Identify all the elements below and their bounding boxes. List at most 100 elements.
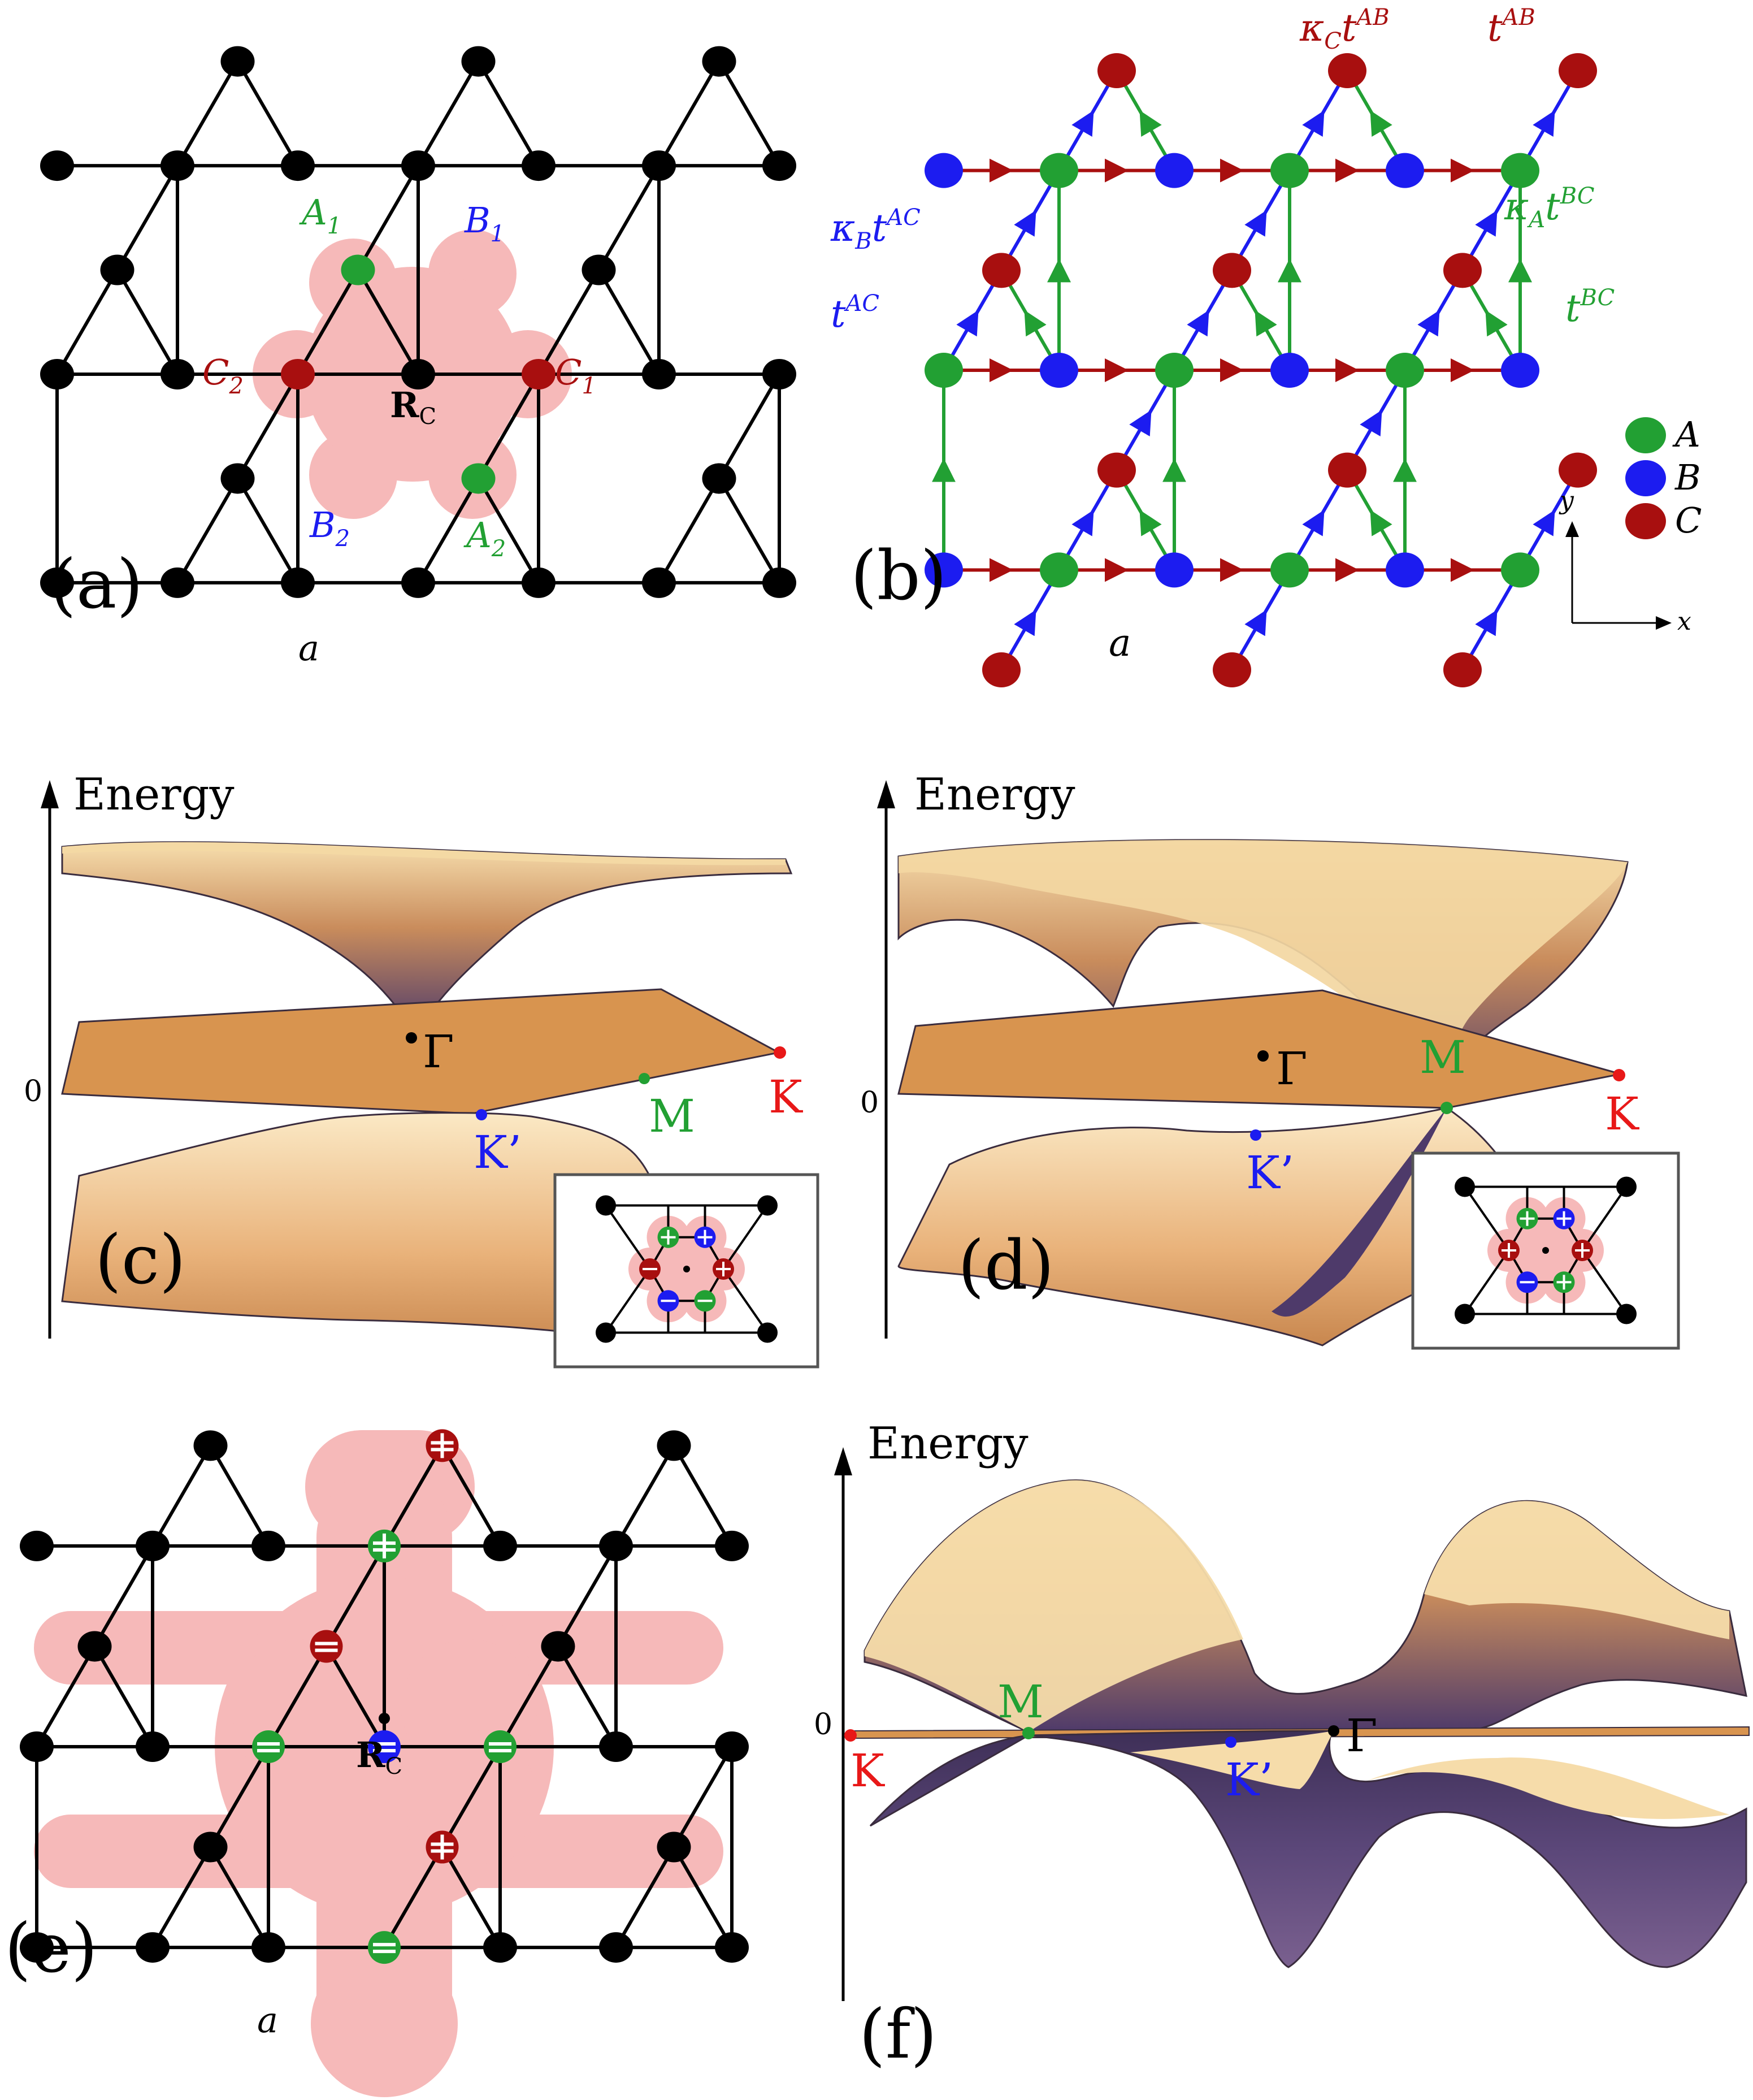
- lattice-site: [1616, 1304, 1637, 1324]
- bond: [356, 164, 420, 271]
- bond: [356, 269, 420, 375]
- lattice-site-A: [1270, 552, 1309, 588]
- bond: [556, 1545, 618, 1647]
- wannier-site-C: [426, 1830, 459, 1864]
- label-A2: A: [463, 514, 492, 556]
- lattice-site: [341, 254, 375, 285]
- point-M: M: [1420, 1031, 1466, 1084]
- inset-site: [694, 1290, 716, 1312]
- lattice-site-B: [1386, 552, 1424, 588]
- lattice-site: [642, 150, 676, 181]
- energy-label: Energy: [73, 769, 235, 820]
- lattice-site: [702, 46, 736, 77]
- high-symmetry-points: Γ K M K’: [406, 1025, 803, 1179]
- lattice-site: [522, 150, 556, 181]
- center-dot: [379, 1713, 390, 1724]
- lattice-site: [136, 1731, 170, 1762]
- lattice-site-C: [1328, 53, 1366, 88]
- inset-d: [1411, 1151, 1680, 1350]
- bond: [717, 60, 781, 167]
- panel-tag-e: (e): [5, 1910, 98, 1988]
- lattice-constant-label: a: [298, 627, 319, 669]
- lattice-site-A: [1501, 552, 1539, 588]
- lattice-site-C: [1097, 452, 1136, 488]
- lattice-site: [20, 1932, 54, 1963]
- energy-axis-arrow: [877, 780, 895, 808]
- bond: [556, 1645, 618, 1748]
- bond: [324, 1545, 386, 1647]
- lattice-site: [715, 1731, 749, 1762]
- bond: [151, 1444, 212, 1547]
- bond: [476, 373, 540, 479]
- bond: [476, 477, 540, 584]
- point-K: K: [769, 1071, 803, 1123]
- label-A2-sub: 2: [491, 536, 506, 562]
- bond: [115, 269, 179, 375]
- lattice-site: [20, 1731, 54, 1762]
- lattice-site: [483, 1932, 517, 1963]
- panel-b: κCtAB tAB κBtAC tAC κAtBC tBC a A B C y …: [830, 5, 1702, 688]
- lattice-site: [657, 1430, 691, 1461]
- bond: [657, 477, 721, 584]
- zero-label: 0: [860, 1086, 879, 1120]
- lattice-site: [1616, 1176, 1637, 1197]
- point-Gamma: Γ: [1346, 1709, 1378, 1762]
- lattice-site: [599, 1530, 633, 1561]
- point-Kp: K’: [1225, 1753, 1273, 1806]
- center-dot: [683, 1266, 690, 1272]
- lattice-site-C: [1559, 53, 1597, 88]
- legend: A B C: [1625, 414, 1702, 541]
- panel-e: RC a (e): [5, 1429, 749, 2097]
- inset-c: [553, 1173, 819, 1369]
- legend-label-A: A: [1672, 414, 1700, 455]
- lattice-site: [715, 1530, 749, 1561]
- bond: [614, 1444, 676, 1547]
- bond: [672, 1746, 734, 1848]
- lattice-site-B: [1386, 153, 1424, 188]
- lattice-site-B: [1155, 153, 1194, 188]
- label-B1: B: [464, 200, 491, 241]
- lattice-site: [160, 567, 194, 598]
- bond: [93, 1645, 154, 1748]
- bond: [672, 1444, 734, 1547]
- svg-text:A1: A1: [299, 192, 341, 239]
- bond: [209, 1746, 270, 1848]
- lattice-site-C: [982, 253, 1021, 288]
- bond: [498, 1645, 560, 1748]
- lattice-site: [193, 1831, 228, 1863]
- legend-label-C: C: [1675, 500, 1702, 541]
- lattice-site: [193, 1430, 228, 1461]
- bond: [416, 477, 480, 584]
- lattice-site-B: [1270, 353, 1309, 388]
- panel-c: Energy 0 Γ K M K’ (c): [24, 769, 819, 1369]
- svg-text:A2: A2: [463, 514, 506, 562]
- lattice-site: [40, 359, 74, 389]
- lattice-site: [757, 1195, 778, 1216]
- bond: [416, 60, 480, 167]
- lattice-site: [1455, 1176, 1475, 1197]
- hop-kB-tAC: κBtAC: [830, 205, 921, 254]
- svg-text:RC: RC: [390, 384, 436, 430]
- inset-site: [1498, 1240, 1520, 1261]
- label-B2-sub: 2: [335, 526, 350, 552]
- bond: [476, 60, 540, 167]
- lattice-site-A: [1386, 353, 1424, 388]
- high-symmetry-points: Γ K M K’: [1246, 1031, 1639, 1199]
- center-dot: [413, 363, 424, 374]
- lattice-site: [483, 1530, 517, 1561]
- lattice-site: [401, 150, 435, 181]
- point-M: M: [649, 1090, 695, 1142]
- inset-site: [1572, 1240, 1593, 1261]
- label-C2: C: [202, 352, 229, 393]
- lattice-site: [599, 1932, 633, 1963]
- lattice-site-C: [1213, 253, 1251, 288]
- wannier-site-A: [484, 1730, 517, 1763]
- inset-site: [1516, 1271, 1538, 1293]
- label-B2: B: [309, 504, 336, 545]
- wannier-site-A: [368, 1529, 401, 1562]
- legend-dot-B: [1625, 460, 1666, 496]
- bond: [722, 1268, 769, 1333]
- wannier-site-C: [426, 1429, 459, 1462]
- lattice-site-C: [1443, 652, 1482, 688]
